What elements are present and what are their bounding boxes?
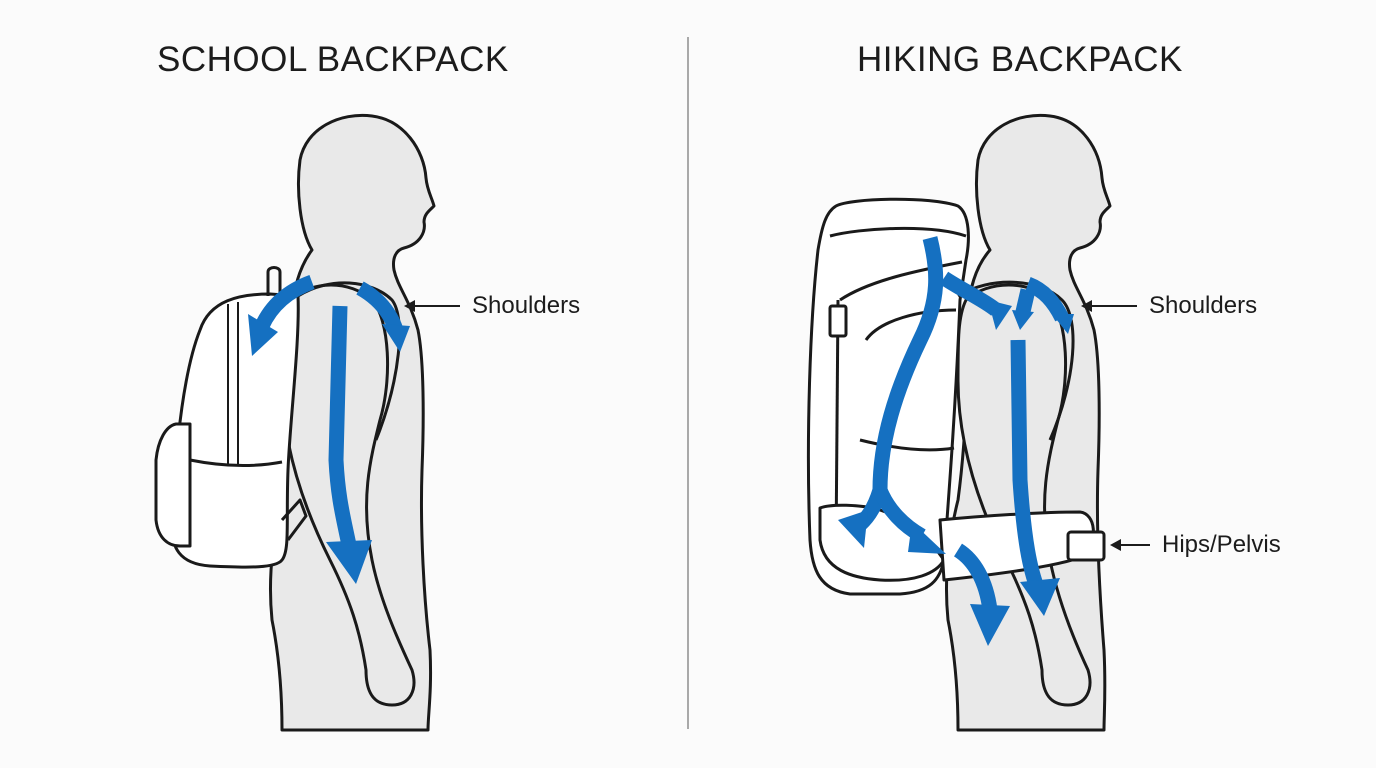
leg-down-arrowhead bbox=[970, 604, 1010, 646]
shoulder-arc-arrowhead bbox=[1052, 314, 1074, 334]
left-arrow-icon bbox=[404, 300, 460, 312]
hiking-backpack-figure bbox=[806, 113, 1112, 732]
school-backpack-title: SCHOOL BACKPACK bbox=[157, 40, 509, 79]
label-text: Shoulders bbox=[472, 292, 581, 319]
side-pocket bbox=[154, 422, 192, 548]
down-arm-arrow bbox=[328, 305, 358, 552]
down-arm-arrowhead bbox=[326, 540, 372, 584]
left-shoulder-arrowhead bbox=[248, 314, 278, 356]
leg-down-arrow bbox=[953, 543, 998, 612]
left-arrow-icon bbox=[1081, 300, 1137, 312]
right-shoulders-label: Shoulders bbox=[1081, 292, 1258, 320]
label-text: Shoulders bbox=[1149, 292, 1258, 319]
top-lid bbox=[829, 226, 967, 238]
left-arrow-icon bbox=[1110, 539, 1150, 551]
left-shoulder-arrow bbox=[255, 274, 315, 330]
frame-down-arrow bbox=[872, 236, 944, 491]
to-shoulder-arrowhead bbox=[988, 300, 1012, 330]
back-down-arrowhead bbox=[1020, 578, 1060, 616]
right-split-arrowhead bbox=[908, 522, 946, 554]
left-shoulders-label: Shoulders bbox=[404, 292, 581, 320]
hiking-backpack-title: HIKING BACKPACK bbox=[857, 40, 1183, 79]
left-split-arrowhead bbox=[838, 510, 868, 548]
grab-handle bbox=[266, 266, 282, 296]
shoulder-strap bbox=[297, 281, 401, 441]
right-shoulder-arrowhead bbox=[382, 324, 410, 352]
hips-pelvis-label: Hips/Pelvis bbox=[1110, 531, 1281, 559]
label-text: Hips/Pelvis bbox=[1162, 531, 1281, 558]
panel-divider bbox=[687, 37, 689, 729]
shoulder-strap bbox=[957, 280, 1075, 441]
school-backpack-figure bbox=[154, 113, 436, 732]
arm bbox=[280, 283, 416, 707]
to-shoulder-arrowhead-2 bbox=[1012, 310, 1034, 330]
hip-belt-buckle bbox=[1066, 530, 1106, 562]
strap-buckle bbox=[828, 304, 848, 338]
